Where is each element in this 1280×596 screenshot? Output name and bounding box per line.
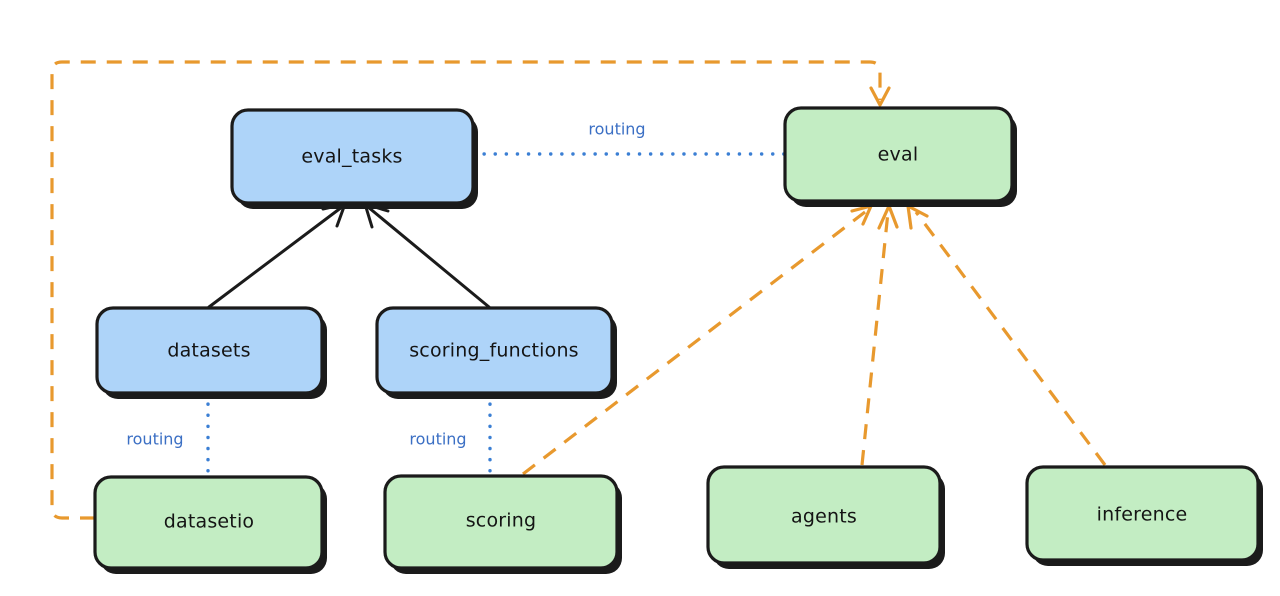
- node-eval[interactable]: eval: [783, 106, 1017, 207]
- node-scoring[interactable]: scoring: [383, 474, 622, 574]
- node-agents[interactable]: agents: [706, 465, 945, 569]
- edge-agents-to-eval[interactable]: [860, 204, 899, 466]
- edge-label-routing-eval_tasks-eval: routing: [588, 120, 645, 139]
- edge-label-layer: routing routing routing: [126, 120, 645, 449]
- node-eval_tasks[interactable]: eval_tasks: [230, 108, 478, 209]
- edge-scoring_functions-to-eval_tasks[interactable]: [363, 202, 491, 309]
- node-scoring_functions-label: scoring_functions: [409, 340, 579, 362]
- node-datasetio[interactable]: datasetio: [93, 475, 327, 574]
- node-inference-body: [1025, 465, 1260, 562]
- edge-inference-to-eval[interactable]: [906, 204, 1107, 466]
- node-datasets-label: datasets: [167, 340, 250, 362]
- node-eval-label: eval: [878, 144, 919, 166]
- node-datasets-body: [95, 306, 324, 395]
- node-scoring-label: scoring: [466, 510, 537, 532]
- edge-label-routing-scoring_functions: routing: [409, 430, 466, 449]
- node-scoring_functions[interactable]: scoring_functions: [375, 306, 617, 399]
- node-datasets[interactable]: datasets: [95, 306, 327, 399]
- node-eval_tasks-body: [230, 108, 475, 205]
- node-datasetio-label: datasetio: [164, 511, 255, 533]
- edge-label-routing-datasets: routing: [126, 430, 183, 449]
- node-datasetio-body: [93, 475, 324, 570]
- edge-datasets-to-eval_tasks[interactable]: [207, 202, 347, 309]
- node-agents-label: agents: [791, 506, 857, 528]
- node-inference[interactable]: inference: [1025, 465, 1263, 566]
- node-eval-body: [783, 106, 1014, 203]
- node-inference-label: inference: [1097, 504, 1188, 526]
- node-scoring-body: [383, 474, 619, 570]
- node-eval_tasks-label: eval_tasks: [301, 146, 402, 168]
- edge-datasetio-to-eval[interactable]: [50, 60, 891, 520]
- edge-layer: [50, 60, 1107, 520]
- node-agents-body: [706, 465, 942, 565]
- node-scoring_functions-body: [375, 306, 614, 395]
